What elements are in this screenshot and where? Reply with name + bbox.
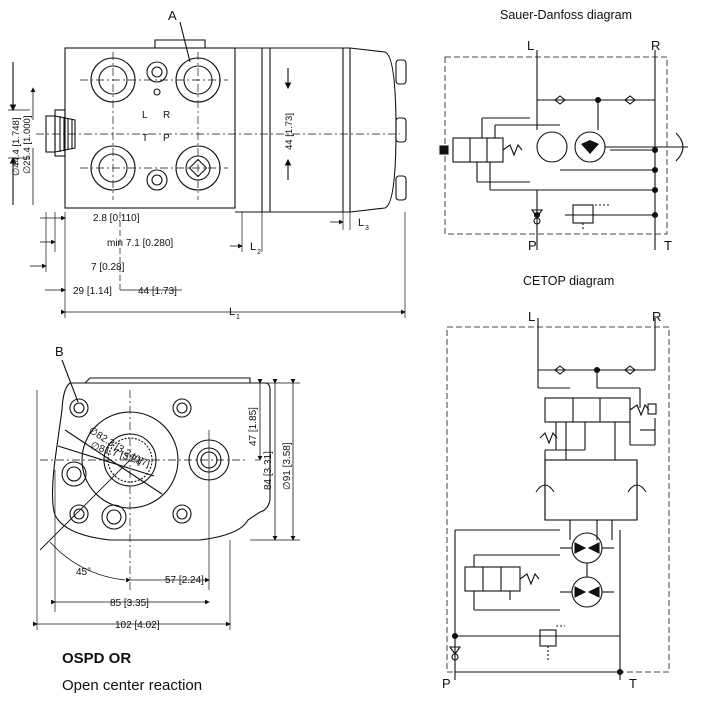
front-view bbox=[33, 359, 300, 630]
dim-84: 84 [3.31] bbox=[263, 451, 274, 490]
motor-body bbox=[235, 47, 397, 213]
port-label-r: R bbox=[163, 110, 170, 121]
dim-47: 47 [1.85] bbox=[248, 407, 259, 446]
dim-2-8: 2.8 [0.110] bbox=[93, 213, 140, 224]
dim-l1-sub: 1 bbox=[236, 314, 240, 321]
cetop-l: L bbox=[528, 309, 535, 324]
dim-44-side: 44 [1.73] bbox=[284, 113, 295, 150]
port-label-p: P bbox=[163, 133, 170, 144]
port-label-t: T bbox=[142, 133, 148, 144]
dim-l1: L bbox=[229, 306, 235, 318]
sauer-t: T bbox=[664, 238, 672, 253]
caption-subtitle: Open center reaction bbox=[62, 677, 203, 694]
sauer-p: P bbox=[528, 238, 537, 253]
sauer-diagram bbox=[439, 50, 688, 250]
dim-7: 7 [0.28] bbox=[91, 262, 125, 273]
port-label-l: L bbox=[142, 110, 148, 121]
dim-min7: min 7.1 [0.280] bbox=[107, 238, 173, 249]
sauer-l: L bbox=[527, 38, 534, 53]
dim-l3-sub: 3 bbox=[365, 225, 369, 232]
dim-d91: ∅91 [3.58] bbox=[282, 442, 293, 490]
dim-102: 102 [4.02] bbox=[115, 620, 160, 631]
dim-44: 44 [1.73] bbox=[138, 286, 177, 297]
label-b: B bbox=[55, 344, 64, 359]
dim-29: 29 [1.14] bbox=[73, 286, 112, 297]
label-a: A bbox=[168, 8, 177, 23]
sauer-title: Sauer-Danfoss diagram bbox=[500, 8, 632, 22]
dim-d25: ∅25.4 [1.000] bbox=[22, 116, 33, 174]
cetop-title: CETOP diagram bbox=[523, 274, 614, 288]
dim-45: 45° bbox=[76, 567, 91, 578]
front-outline bbox=[51, 377, 271, 541]
cetop-r: R bbox=[652, 309, 661, 324]
top-view bbox=[8, 21, 407, 318]
cetop-t: T bbox=[629, 676, 637, 691]
caption-title: OSPD OR bbox=[62, 650, 132, 667]
dim-l2: L bbox=[250, 241, 256, 253]
dim-57: 57 [2.24] bbox=[165, 575, 204, 586]
dim-85: 85 [3.35] bbox=[110, 598, 149, 609]
dim-d44: ∅44.4 [1.748] bbox=[11, 118, 22, 176]
sauer-r: R bbox=[651, 38, 660, 53]
housing-top-bump bbox=[154, 39, 206, 48]
cetop-diagram bbox=[446, 318, 670, 680]
dim-l3: L bbox=[358, 217, 364, 229]
cetop-p: P bbox=[442, 676, 451, 691]
dim-l2-sub: 2 bbox=[257, 249, 261, 256]
